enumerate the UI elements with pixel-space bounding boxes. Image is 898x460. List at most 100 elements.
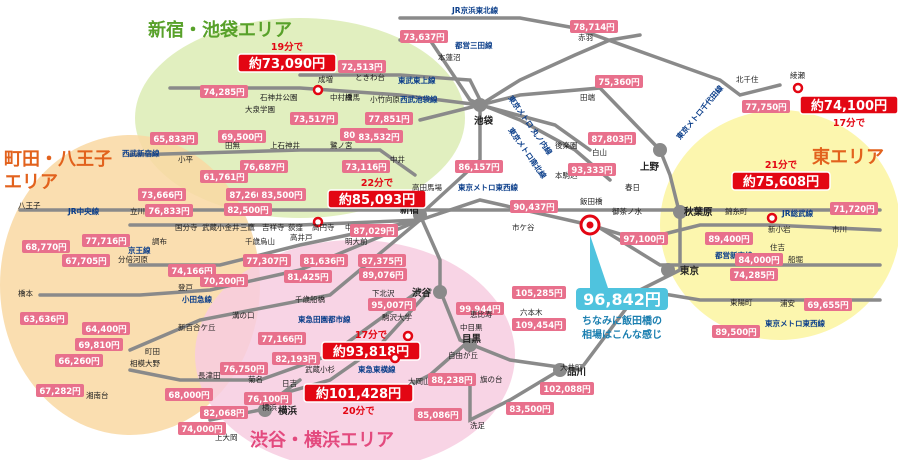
station-label: 相模大野	[130, 358, 160, 368]
station-price-tag	[220, 362, 268, 375]
station-label: 湘南台	[86, 390, 109, 400]
hub-stations: 池袋 新宿 渋谷 目黒 品川 上野 秋葉原 東京 横浜	[258, 98, 713, 417]
station-label: 調布	[152, 236, 167, 246]
station-label: 後楽園	[555, 140, 578, 150]
station-price-tag	[138, 188, 186, 201]
line-odakyu: 小田急線	[182, 294, 212, 304]
station-label: 町田	[145, 347, 160, 356]
highlight-time: 22分で	[361, 177, 394, 189]
hub-shinagawa-marker	[553, 363, 567, 377]
station-price: 72,513円	[341, 63, 382, 73]
highlight-time: 17分で	[355, 329, 388, 341]
station-price-tag	[224, 203, 272, 216]
station-price-tag	[512, 318, 566, 331]
station-label: 橋本	[18, 288, 33, 298]
highlight-time: 21分で	[765, 159, 798, 171]
station-price-tag	[200, 406, 248, 419]
station-price-tag	[165, 388, 213, 401]
station-price: 84,000円	[738, 256, 779, 266]
line-toei-mita: 都営三田線	[454, 40, 493, 50]
station-price: 76,833円	[148, 207, 189, 217]
station-price: 76,100円	[247, 395, 288, 405]
hub-shibuya-label: 渋谷	[412, 287, 432, 299]
station-label: 成増	[318, 74, 333, 84]
station-label: 駒沢大学	[382, 312, 412, 322]
station-price: 73,637円	[403, 33, 444, 43]
station-label: 八王子	[18, 201, 41, 210]
line-metro-tozai-east: 東京メトロ東西線	[765, 318, 825, 328]
hub-shinjuku-marker	[413, 208, 427, 222]
station-price: 73,116円	[345, 163, 386, 173]
station-price-tag	[705, 232, 753, 245]
station-price: 75,360円	[598, 78, 639, 88]
station-label: 自由が丘	[448, 350, 478, 360]
station-price: 66,260円	[58, 357, 99, 367]
hub-meguro-label: 目黒	[462, 334, 482, 345]
station-label: 本蓮沼	[438, 52, 461, 62]
station-label: 高円寺	[312, 222, 335, 232]
station-label: 武蔵小金井	[202, 222, 240, 232]
highlight-time: 19分で	[271, 41, 304, 53]
station-label: 大泉学園	[245, 104, 275, 114]
station-label: 中井	[390, 154, 405, 164]
station-price-tag	[240, 160, 288, 173]
line-tobu-tojo: 東武東上線	[398, 75, 436, 85]
station-label: 御茶ノ水	[612, 206, 642, 216]
station-price: 69,500円	[221, 133, 262, 143]
station-price: 68,000円	[168, 391, 209, 401]
station-price: 88,238円	[431, 376, 472, 386]
station-price-tag	[55, 354, 103, 367]
station-price: 81,636円	[303, 257, 344, 267]
station-price: 93,333円	[571, 166, 612, 176]
station-price-tag	[368, 298, 416, 311]
station-price: 74,000円	[181, 425, 222, 435]
iidabashi-label: 飯田橋	[580, 196, 603, 206]
iidabashi-price-box	[576, 288, 668, 310]
station-price-tag	[36, 384, 84, 397]
station-price: 89,400円	[708, 235, 749, 245]
hub-ueno-marker	[653, 143, 667, 157]
station-label: 北千住	[736, 74, 759, 84]
iidabashi-price: 96,842円	[583, 290, 661, 309]
station-label: 上大岡	[215, 432, 238, 442]
station-price-tag	[455, 160, 503, 173]
station-price-tag	[200, 274, 248, 287]
station-price: 87,029円	[353, 227, 394, 237]
line-toei-shinjuku: 都営新宿線	[714, 250, 753, 260]
station-price-tag	[595, 75, 643, 88]
station-price-tag	[22, 240, 70, 253]
station-tags: 本蓮沼73,637円赤羽78,714円田端75,360円ときわ台72,513円成…	[18, 20, 878, 442]
shinjuku-area-title: 新宿・池袋エリア	[148, 19, 292, 41]
station-price-tag	[342, 160, 390, 173]
station-price: 109,454円	[515, 321, 562, 331]
station-price: 89,500円	[715, 328, 756, 338]
station-price-tag	[258, 332, 306, 345]
station-label: 高田馬場	[412, 182, 442, 192]
highlight-station-marker	[312, 216, 324, 228]
iidabashi-marker-dot	[586, 221, 594, 229]
station-price: 87,375円	[361, 257, 402, 267]
station-label: 小平	[178, 155, 193, 164]
highlight-price-box	[731, 171, 831, 191]
station-price: 74,166円	[171, 267, 212, 277]
station-label: 小竹向原	[370, 94, 400, 104]
hub-shinagawa-label: 品川	[567, 367, 586, 378]
hub-meguro-marker	[463, 338, 477, 352]
station-label: 練馬	[345, 92, 360, 102]
station-label: 錦糸町	[725, 206, 748, 216]
station-label: 田端	[580, 92, 595, 102]
highlight-price-box	[799, 95, 898, 115]
highlight-price: 約85,093円	[339, 192, 415, 208]
station-price-tag	[168, 264, 216, 277]
station-price-tag	[735, 253, 783, 266]
station-price: 105,285円	[515, 289, 562, 299]
station-price: 67,705円	[65, 257, 106, 267]
station-label: 春日	[625, 182, 640, 192]
station-label: 市ケ谷	[512, 222, 535, 232]
highlight-callouts: 19分で約73,090円22分で約85,093円17分で約74,100円21分で…	[237, 41, 898, 417]
station-price-tag	[540, 382, 594, 395]
hub-akihabara-marker	[673, 205, 687, 219]
station-label: 赤羽	[578, 33, 593, 42]
station-price: 61,761円	[203, 173, 244, 183]
station-price-tag	[284, 270, 332, 283]
